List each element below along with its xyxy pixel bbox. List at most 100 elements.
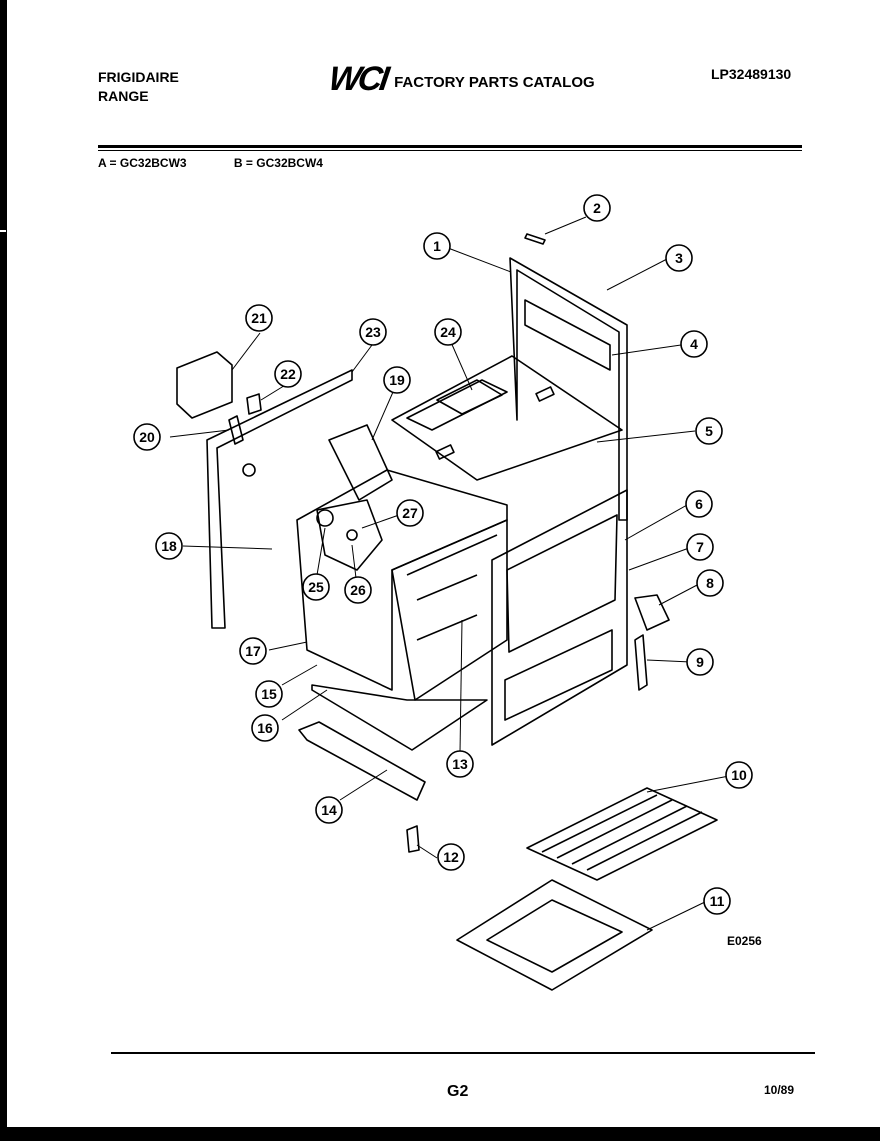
revision-date: 10/89 xyxy=(764,1083,795,1097)
svg-text:14: 14 xyxy=(321,802,337,818)
model-b: B = GC32BCW4 xyxy=(233,156,323,170)
product-type: RANGE xyxy=(98,88,149,104)
svg-text:19: 19 xyxy=(389,372,405,388)
svg-text:11: 11 xyxy=(710,893,725,909)
bracket-22 xyxy=(246,393,262,415)
page-number: G2 xyxy=(447,1083,469,1100)
callout-20: 20 xyxy=(133,423,161,451)
vent-clip xyxy=(524,233,546,245)
callout-1: 1 xyxy=(423,232,451,260)
callout-13: 13 xyxy=(446,750,474,778)
svg-text:22: 22 xyxy=(280,366,296,382)
callout-8: 8 xyxy=(696,569,724,597)
side-panel-hole xyxy=(242,463,256,477)
callout-10: 10 xyxy=(725,761,753,789)
door-window xyxy=(506,514,618,653)
igniter xyxy=(316,509,334,527)
catalog-title: FACTORY PARTS CATALOG xyxy=(394,73,595,91)
svg-text:26: 26 xyxy=(350,582,366,598)
top-bracket xyxy=(406,379,508,431)
door-handle-panel xyxy=(504,629,613,721)
left-side-panel xyxy=(206,369,353,629)
callout-4: 4 xyxy=(680,330,708,358)
svg-text:16: 16 xyxy=(257,720,273,736)
oven-bottom xyxy=(311,684,488,751)
callout-26: 26 xyxy=(344,576,372,604)
svg-text:2: 2 xyxy=(593,200,601,216)
callout-bubbles: 1 2 3 4 5 6 7 8 9 10 11 12 13 14 15 16 1… xyxy=(133,194,753,915)
callout-18: 18 xyxy=(155,532,183,560)
top-bracket-plate xyxy=(436,379,503,415)
header-rule-thin xyxy=(98,150,802,151)
svg-text:25: 25 xyxy=(308,579,324,595)
callout-19: 19 xyxy=(383,366,411,394)
catalog-page: FRIGIDAIRE RANGE WCI FACTORY PARTS CATAL… xyxy=(7,0,880,1127)
catalog-title-block: WCI FACTORY PARTS CATALOG xyxy=(326,60,595,98)
callout-2: 2 xyxy=(583,194,611,222)
callout-3: 3 xyxy=(665,244,693,272)
svg-text:20: 20 xyxy=(139,429,155,445)
callout-15: 15 xyxy=(255,680,283,708)
top-panel-hole xyxy=(535,386,555,402)
rack-guide-2 xyxy=(416,574,478,601)
oven-rack xyxy=(526,787,718,881)
svg-text:3: 3 xyxy=(675,250,683,266)
clip-20 xyxy=(228,415,244,445)
leveling-leg xyxy=(406,825,420,853)
oven-door xyxy=(491,489,628,746)
catalog-number: LP32489130 xyxy=(711,66,792,82)
svg-text:1: 1 xyxy=(433,238,441,254)
callout-6: 6 xyxy=(685,490,713,518)
broiler-pan xyxy=(456,879,653,991)
svg-text:6: 6 xyxy=(695,496,703,512)
model-list: A = GC32BCW3 B = GC32BCW4 xyxy=(98,156,367,170)
svg-text:18: 18 xyxy=(161,538,177,554)
svg-text:24: 24 xyxy=(440,324,456,340)
svg-text:5: 5 xyxy=(705,423,713,439)
svg-text:12: 12 xyxy=(443,849,459,865)
callout-12: 12 xyxy=(437,843,465,871)
rack-wires xyxy=(541,794,703,871)
svg-text:27: 27 xyxy=(402,505,418,521)
svg-text:17: 17 xyxy=(245,643,261,659)
callout-27: 27 xyxy=(396,499,424,527)
svg-text:8: 8 xyxy=(706,575,714,591)
callout-24: 24 xyxy=(434,318,462,346)
diagram-code: E0256 xyxy=(727,934,762,948)
broiler-pan-inner xyxy=(486,899,623,973)
callout-7: 7 xyxy=(686,533,714,561)
oven-cavity xyxy=(391,519,508,701)
header-rule xyxy=(98,145,802,148)
rack-guide xyxy=(416,614,478,641)
svg-text:13: 13 xyxy=(452,756,468,772)
flue-deflector xyxy=(328,424,393,501)
door-hinge xyxy=(634,594,670,631)
top-panel xyxy=(391,355,623,481)
callout-17: 17 xyxy=(239,637,267,665)
svg-text:21: 21 xyxy=(251,310,267,326)
callout-11: 11 xyxy=(703,887,731,915)
valve-bracket xyxy=(316,499,383,571)
kick-panel xyxy=(298,721,426,801)
brand-name: FRIGIDAIRE xyxy=(98,69,179,85)
callout-23: 23 xyxy=(359,318,387,346)
valve-knob xyxy=(346,529,358,541)
callout-5: 5 xyxy=(695,417,723,445)
callout-16: 16 xyxy=(251,714,279,742)
svg-text:7: 7 xyxy=(696,539,704,555)
back-panel xyxy=(509,257,628,521)
brand-block: FRIGIDAIRE RANGE xyxy=(98,68,179,106)
scan-mark xyxy=(0,230,6,232)
svg-text:4: 4 xyxy=(690,336,698,352)
exploded-parts-diagram: 1 2 3 4 5 6 7 8 9 10 11 12 13 14 15 16 1… xyxy=(133,194,753,991)
cavity-edge xyxy=(406,534,498,576)
callout-9: 9 xyxy=(686,648,714,676)
model-a: A = GC32BCW3 xyxy=(98,156,187,170)
svg-text:9: 9 xyxy=(696,654,704,670)
footer-rule xyxy=(111,1052,815,1054)
callout-22: 22 xyxy=(274,360,302,388)
callout-14: 14 xyxy=(315,796,343,824)
back-panel-vent xyxy=(524,299,611,371)
svg-text:23: 23 xyxy=(365,324,381,340)
callout-25: 25 xyxy=(302,573,330,601)
